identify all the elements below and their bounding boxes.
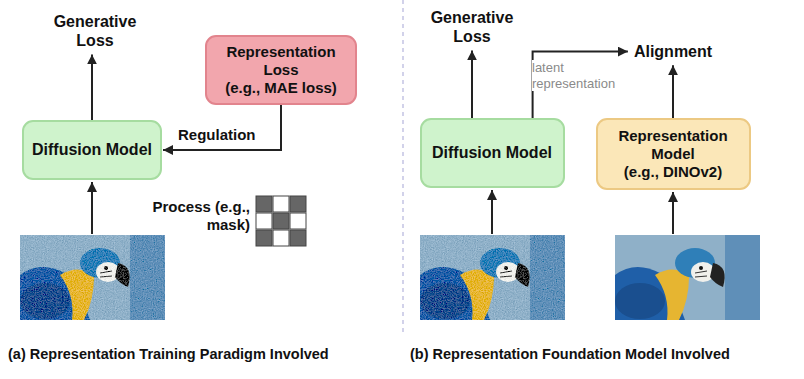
clean-image (615, 235, 760, 320)
arrow-connector (163, 105, 281, 150)
loss-text: Generative Loss (47, 10, 143, 52)
caption: (b) Representation Foundation Model Invo… (410, 346, 800, 363)
arrow-connector (471, 50, 473, 118)
panel-divider (402, 0, 404, 336)
process-label: Process (e.g., mask) (150, 198, 250, 234)
node-text: (e.g., MAE loss) (225, 79, 337, 97)
node-text: Representation Model (606, 127, 741, 163)
model-box: Representation Model(e.g., DINOv2) (596, 118, 751, 190)
node-text: Generative Loss (427, 8, 517, 46)
arrow-connector (672, 65, 674, 118)
model-box: Diffusion Model (22, 120, 162, 180)
model-box: Diffusion Model (420, 118, 565, 188)
input-arrow (491, 190, 493, 234)
loss-box: Representation Loss(e.g., MAE loss) (205, 35, 357, 105)
node-text: Generative Loss (50, 12, 140, 50)
loss-text: Generative Loss (424, 6, 520, 48)
arrow-connector (91, 54, 93, 120)
node-text: (e.g., DINOv2) (624, 163, 722, 181)
caption: (a) Representation Training Paradigm Inv… (8, 346, 398, 363)
mask-grid (256, 196, 306, 246)
input-arrow (672, 192, 674, 234)
arrow-connector (533, 52, 628, 118)
node-text: Diffusion Model (432, 143, 552, 162)
edge-label: Regulation (178, 126, 256, 144)
noisy-image (20, 235, 165, 320)
node-text: Representation Loss (215, 43, 347, 79)
edge-label: latent representation (532, 60, 624, 91)
input-arrow (91, 182, 93, 234)
alignment-text: Alignment (631, 40, 715, 63)
noisy-image (420, 235, 565, 320)
node-text: Diffusion Model (32, 140, 152, 159)
node-text: Alignment (634, 42, 712, 61)
